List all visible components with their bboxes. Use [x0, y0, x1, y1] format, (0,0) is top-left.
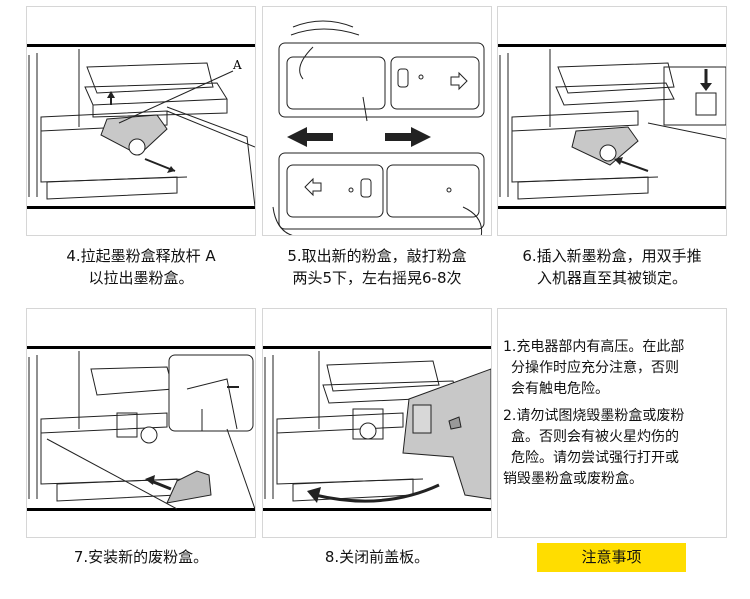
step-5-panel: [262, 6, 492, 236]
notice-list: 1.充电器部内有高压。在此部 分操作时应充分注意，否则 会有触电危险。 2.请勿…: [503, 337, 725, 496]
close-cover-illustration: [264, 351, 491, 503]
frame-band-top: [263, 346, 491, 349]
notice-title-badge: 注意事项: [537, 543, 686, 572]
waste-box-illustration: [28, 351, 255, 510]
caption-line: 4.拉起墨粉盒释放杆 A: [66, 247, 216, 265]
copier-pull-toner-illustration: A: [28, 49, 255, 208]
step-6-caption: 6.插入新墨粉盒，用双手推 入机器直至其被锁定。: [494, 245, 730, 289]
notice-line: 盒。否则会有被火星灼伤的: [511, 429, 679, 445]
push-arrow-head: [614, 157, 623, 165]
down-arrow-head: [700, 83, 712, 91]
step-6-panel: [497, 6, 727, 236]
frame-band-top: [498, 44, 726, 47]
left-arrow: [287, 127, 333, 147]
step-7-caption: 7.安装新的废粉盒。: [23, 546, 259, 568]
callout-line: [118, 70, 234, 124]
step-4-panel: A: [26, 6, 256, 236]
push-arrow: [619, 160, 649, 172]
frame-band-top: [27, 44, 255, 47]
frame-band-bottom: [27, 508, 255, 511]
caption-line: 8.关闭前盖板。: [324, 548, 430, 566]
waste-toner-box-shape: [166, 470, 212, 504]
caption-line: 6.插入新墨粉盒，用双手推: [522, 247, 702, 265]
shake-cartridge-illustration: [272, 20, 485, 235]
frame-band-bottom: [263, 508, 491, 511]
step-5-caption: 5.取出新的粉盒，敲打粉盒 两头5下，左右摇晃6-8次: [259, 245, 495, 289]
frame-band-bottom: [498, 206, 726, 209]
front-cover-shape: [402, 368, 491, 500]
frame-band-top: [27, 346, 255, 349]
step-4-caption: 4.拉起墨粉盒释放杆 A 以拉出墨粉盒。: [23, 245, 259, 289]
lock-lever: [695, 92, 717, 116]
close-arrow-head: [307, 487, 321, 503]
step-8-panel: [262, 308, 492, 538]
notice-item-1: 1.充电器部内有高压。在此部 分操作时应充分注意，否则 会有触电危险。: [503, 337, 725, 400]
notice-panel: 1.充电器部内有高压。在此部 分操作时应充分注意，否则 会有触电危险。 2.请勿…: [497, 308, 727, 538]
caption-line: 入机器直至其被锁定。: [536, 269, 687, 287]
notice-line: 分操作时应充分注意，否则: [511, 360, 679, 376]
caption-line: 5.取出新的粉盒，敲打粉盒: [287, 247, 467, 265]
notice-line: 销毁墨粉盒或废粉盒。: [503, 471, 643, 487]
pull-arrow-head: [167, 166, 175, 173]
caption-line: 以拉出墨粉盒。: [88, 269, 194, 287]
notice-line: 危险。请勿尝试强行打开或: [511, 450, 679, 466]
callout-label-a: A: [232, 58, 242, 72]
right-arrow: [385, 127, 431, 147]
notice-line: 2.请勿试图烧毁墨粉盒或废粉: [503, 408, 685, 424]
cartridge-roller: [128, 138, 146, 156]
step-8-caption: 8.关闭前盖板。: [259, 546, 495, 568]
notice-line: 1.充电器部内有高压。在此部: [503, 339, 685, 355]
step-7-panel: [26, 308, 256, 538]
caption-line: 两头5下，左右摇晃6-8次: [292, 269, 462, 287]
toner-cartridge-shape: [100, 114, 168, 156]
install-arrow: [150, 479, 172, 491]
frame-band-bottom: [27, 206, 255, 209]
notice-item-2: 2.请勿试图烧毁墨粉盒或废粉 盒。否则会有被火星灼伤的 危险。请勿尝试强行打开或…: [503, 406, 725, 490]
notice-line: 会有触电危险。: [511, 381, 609, 397]
insert-cartridge-illustration: [499, 49, 726, 207]
caption-line: 7.安装新的废粉盒。: [73, 548, 209, 566]
close-arrow: [314, 483, 440, 503]
up-arrow-head: [107, 91, 115, 98]
